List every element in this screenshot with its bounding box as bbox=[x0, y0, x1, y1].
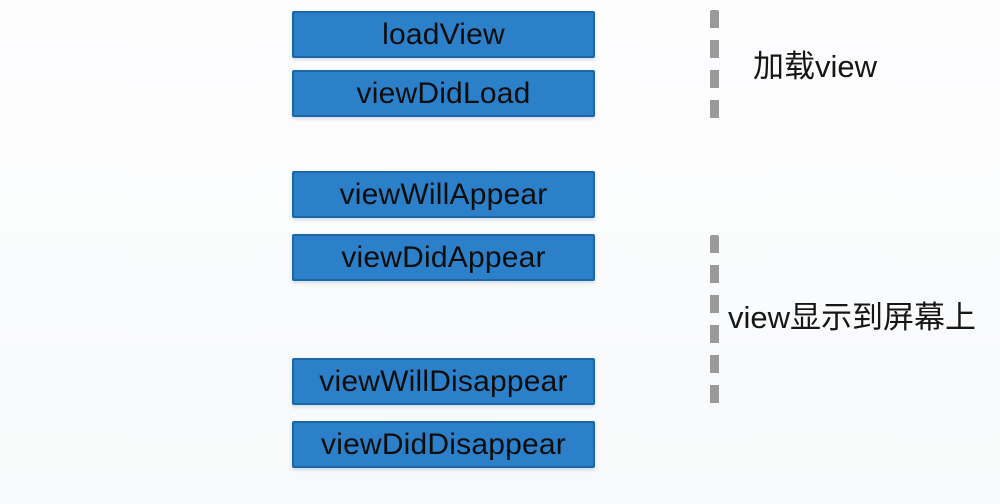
dashed-line-display-phase bbox=[710, 235, 719, 405]
lifecycle-box-viewwilldisappear: viewWillDisappear bbox=[292, 358, 595, 405]
lifecycle-box-label: viewDidDisappear bbox=[321, 427, 566, 461]
lifecycle-box-label: viewWillAppear bbox=[339, 177, 548, 211]
lifecycle-box-viewdidload: viewDidLoad bbox=[292, 70, 595, 117]
dashed-line-load-phase bbox=[710, 10, 719, 128]
lifecycle-box-label: viewWillDisappear bbox=[319, 364, 568, 398]
lifecycle-box-viewwillappear: viewWillAppear bbox=[292, 171, 595, 218]
lifecycle-box-viewdidappear: viewDidAppear bbox=[292, 234, 595, 281]
lifecycle-box-label: viewDidAppear bbox=[341, 240, 546, 274]
lifecycle-box-viewdiddisappear: viewDidDisappear bbox=[292, 421, 595, 468]
annotation-load-view: 加载view bbox=[753, 49, 878, 84]
lifecycle-box-loadview: loadView bbox=[292, 11, 595, 58]
lifecycle-box-label: viewDidLoad bbox=[356, 76, 531, 110]
lifecycle-box-label: loadView bbox=[382, 17, 505, 51]
annotation-view-shown-on-screen: view显示到屏幕上 bbox=[728, 300, 977, 335]
